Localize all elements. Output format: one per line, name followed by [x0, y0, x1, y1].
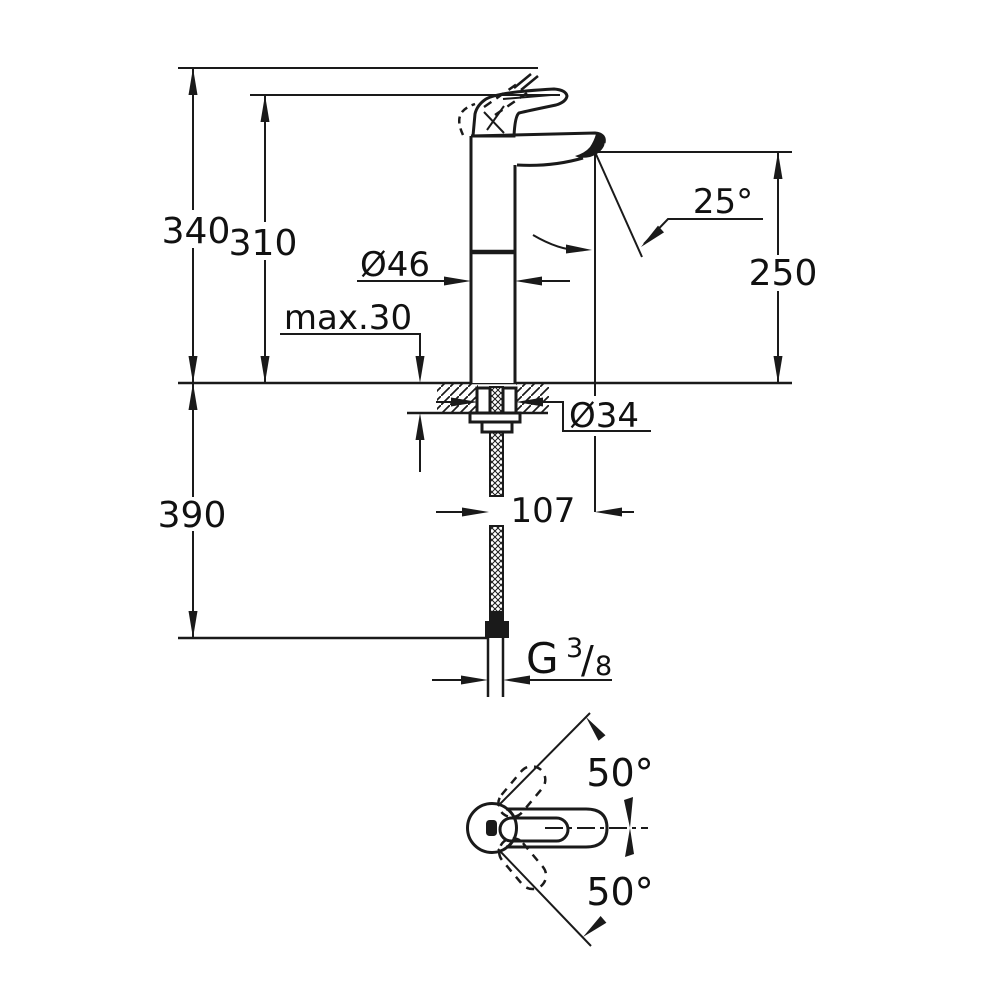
label-spout-angle: 25°: [693, 182, 753, 222]
handle-body-outline: [506, 807, 609, 849]
label-height-to-handle: 310: [229, 223, 298, 264]
label-hose-length: 390: [158, 495, 227, 536]
swivel-ray-upper: [497, 712, 591, 807]
arrowhead: [188, 611, 198, 638]
mounting-nut-left: [475, 386, 492, 415]
arrowhead: [260, 356, 270, 383]
arrowhead: [625, 828, 634, 857]
spout-underside: [516, 156, 584, 167]
arrowhead: [641, 225, 664, 247]
body-fill: [471, 134, 515, 383]
label-thread-numerator: 3: [566, 633, 583, 664]
deck-hatch-right: [516, 384, 549, 413]
arrowhead: [566, 244, 592, 254]
dimension-body-diameter: Ø46: [357, 245, 570, 286]
label-body-diameter: Ø46: [360, 245, 430, 285]
flex-hose-lower: [489, 525, 504, 613]
handle-lever: [471, 87, 569, 138]
arrowhead: [188, 68, 198, 95]
dimension-total-height: 340: [162, 67, 538, 383]
handle-ghost-upper: [497, 765, 547, 819]
label-thread-letter: G: [526, 634, 559, 683]
leader-line: [543, 401, 651, 432]
flex-hose-upper: [489, 431, 504, 497]
dimension-mounting-hole: Ø34: [436, 396, 651, 436]
handle-ghost-tip-dashes: [513, 73, 539, 91]
hose-collar: [489, 612, 504, 621]
dimension-spout-angle: 25°: [532, 151, 763, 512]
arrowhead: [516, 397, 543, 407]
handle-ghost-knuckle: [458, 102, 476, 136]
dimension-height-to-handle: 310: [229, 94, 560, 383]
swivel-ray-lower: [497, 848, 592, 947]
label-swivel-lower: 50°: [586, 870, 653, 914]
label-thread-slash: /: [581, 638, 594, 682]
handle-top-view: 50° 50°: [466, 712, 654, 947]
handle-lever-top: [498, 816, 570, 843]
label-mounting-hole: Ø34: [569, 396, 639, 436]
label-swivel-upper: 50°: [586, 751, 653, 795]
arrowhead: [415, 356, 425, 383]
arrowhead: [773, 356, 783, 383]
handle-cartridge-mark: [486, 820, 497, 836]
arrowhead: [462, 507, 489, 517]
arrowhead: [773, 152, 783, 179]
handle-ghost-lower: [497, 837, 548, 891]
label-deck-thickness: max.30: [284, 298, 412, 338]
deck-hatch-left: [437, 384, 478, 413]
arrowhead: [624, 797, 633, 828]
under-counter-assembly: [468, 386, 522, 697]
arrowhead: [461, 675, 488, 685]
dimension-hose-length: 390: [158, 383, 487, 640]
spout-outlet-tip: [575, 134, 605, 158]
faucet-side-view: [458, 73, 606, 383]
arrowhead: [451, 397, 478, 407]
arrowhead: [415, 413, 425, 440]
arrowhead: [515, 276, 542, 286]
arrowhead: [503, 675, 530, 685]
label-spout-outlet-height: 250: [749, 253, 818, 294]
arrowhead: [583, 916, 607, 937]
hose-connector-nut: [485, 621, 509, 638]
arrowhead: [444, 276, 471, 286]
label-spout-reach: 107: [511, 491, 576, 531]
threaded-shank: [489, 386, 504, 414]
arrowhead: [188, 356, 198, 383]
dimensions: 340 310 Ø46 max.30: [158, 67, 818, 685]
leader-line: [280, 333, 421, 358]
dimension-spout-outlet-height: 250: [598, 151, 818, 383]
arrowhead: [260, 95, 270, 122]
label-total-height: 340: [162, 211, 231, 252]
arrowhead: [188, 383, 198, 410]
dimension-deck-thickness: max.30: [280, 298, 425, 472]
dimension-spout-reach: 107: [436, 491, 634, 531]
label-thread-denominator: 8: [595, 651, 612, 682]
arrowhead: [595, 507, 622, 517]
spout-angle-line: [594, 151, 643, 258]
handle-pivot-circle: [466, 802, 518, 854]
arrowhead: [586, 717, 606, 741]
mounting-nut-right: [501, 386, 518, 415]
mounting-spacer: [480, 420, 514, 434]
connection-tube: [486, 638, 505, 697]
dimension-thread: G 3 / 8: [432, 633, 612, 685]
